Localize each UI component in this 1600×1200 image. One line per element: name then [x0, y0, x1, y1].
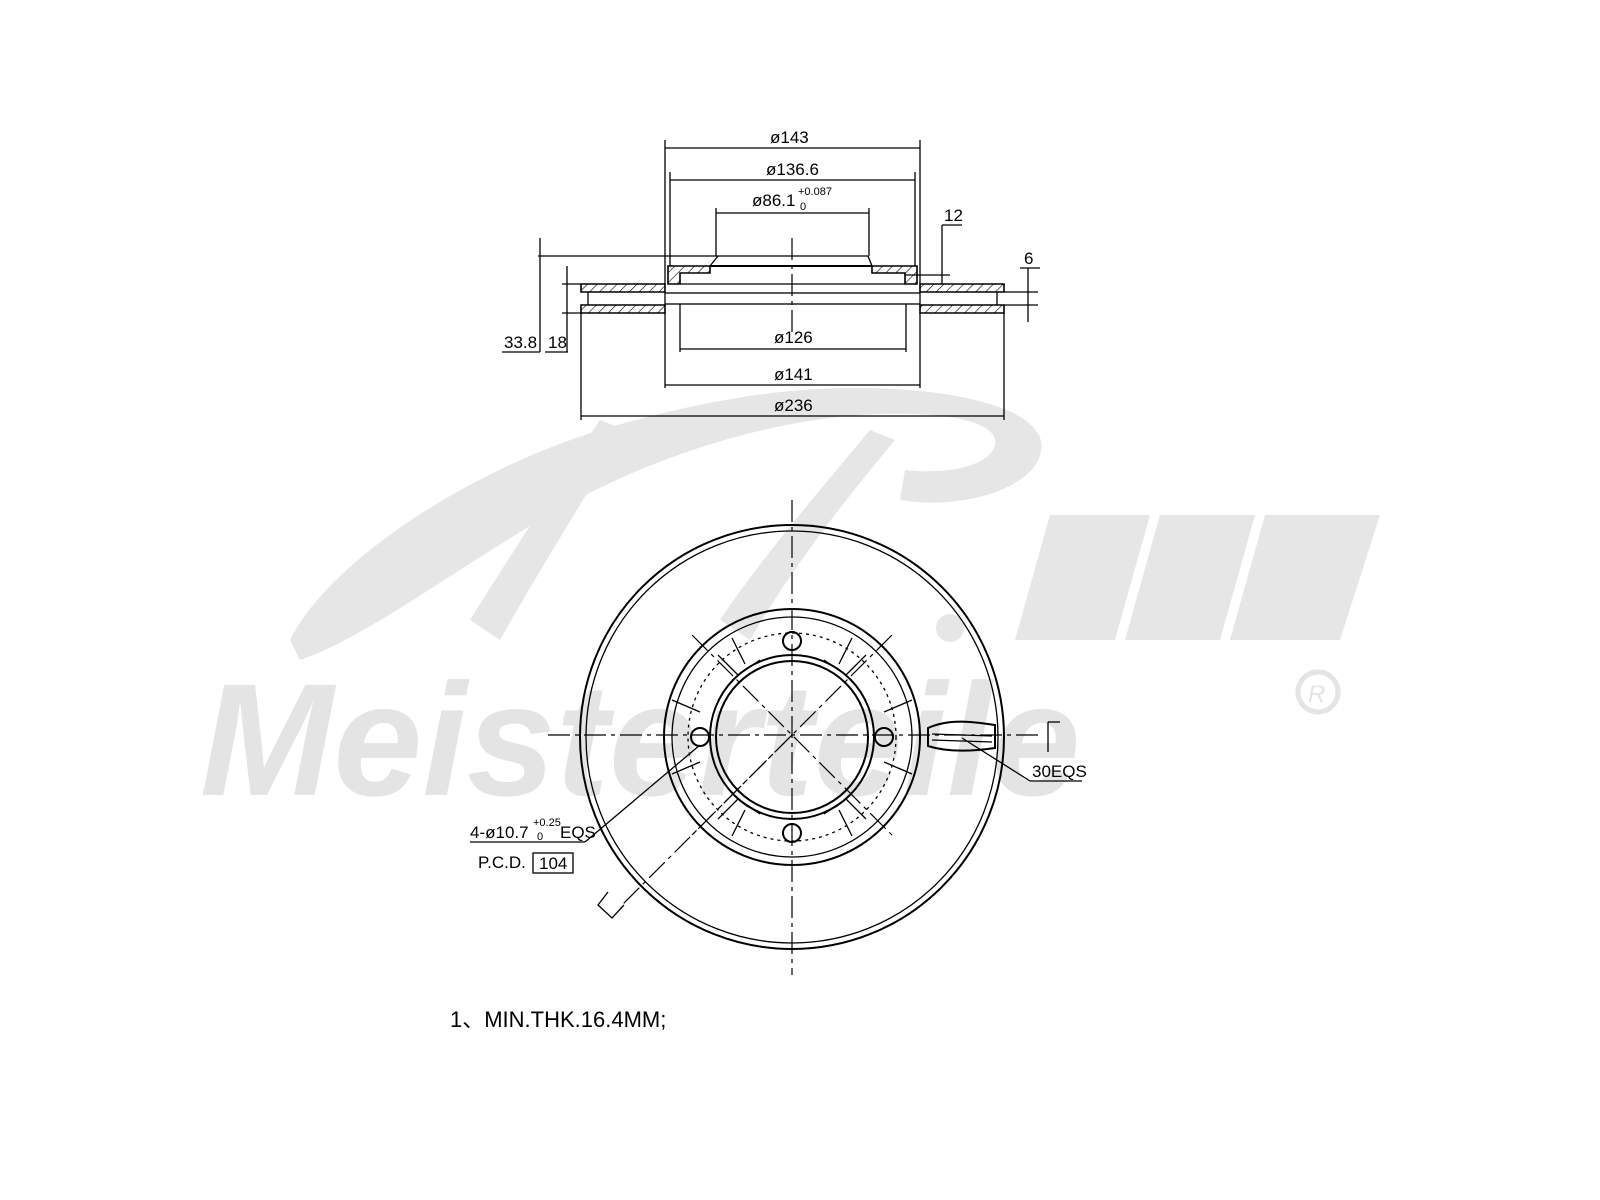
bolt-hole-tol-lower: 0 [537, 831, 543, 843]
dim-center-bore-tol-lower: 0 [800, 201, 806, 213]
watermark-brand-name: Meisterteile [200, 650, 1080, 829]
dim-hat-thickness-12: 12 [944, 206, 963, 225]
dim-center-bore-86: ø86.1 [752, 191, 795, 210]
bolt-hole-top [782, 631, 802, 651]
front-view: 30EQS 4-ø10.7 +0.25 0 EQS P.C.D. 104 [470, 500, 1087, 975]
hat-vanes [671, 637, 913, 837]
pcd-label: P.C.D. [478, 853, 526, 872]
vane-cutaway [927, 720, 996, 752]
dim-vent-gap-6: 6 [1024, 249, 1033, 268]
bolt-hole-tol-upper: +0.25 [533, 817, 561, 829]
pcd-value: 104 [539, 854, 567, 873]
dim-inner-141: ø141 [774, 365, 813, 384]
dim-hat-inner-136: ø136.6 [766, 160, 819, 179]
dim-inner-126: ø126 [774, 328, 813, 347]
dim-od-hat-143: ø143 [770, 128, 809, 147]
bolt-hole-spec: 4-ø10.7 [470, 823, 529, 842]
dim-height-33-8: 33.8 [504, 333, 537, 352]
vane-count-label: 30EQS [1032, 762, 1087, 781]
dim-thickness-18: 18 [548, 333, 567, 352]
dim-center-bore-tol-upper: +0.087 [798, 186, 832, 198]
note-min-thickness: 1、MIN.THK.16.4MM; [450, 1007, 666, 1032]
watermark-registered-mark: R [1308, 681, 1325, 708]
dim-outer-236: ø236 [774, 396, 813, 415]
bolt-hole-bottom [782, 823, 802, 843]
bolt-hole-left [690, 727, 710, 747]
pcd-value-box [532, 852, 574, 874]
bolt-hole-eqs: EQS [560, 823, 596, 842]
bolt-hole-right [874, 727, 894, 747]
side-view: ø143 ø136.6 ø86.1 +0.087 0 ø126 ø141 ø23… [502, 128, 1040, 420]
